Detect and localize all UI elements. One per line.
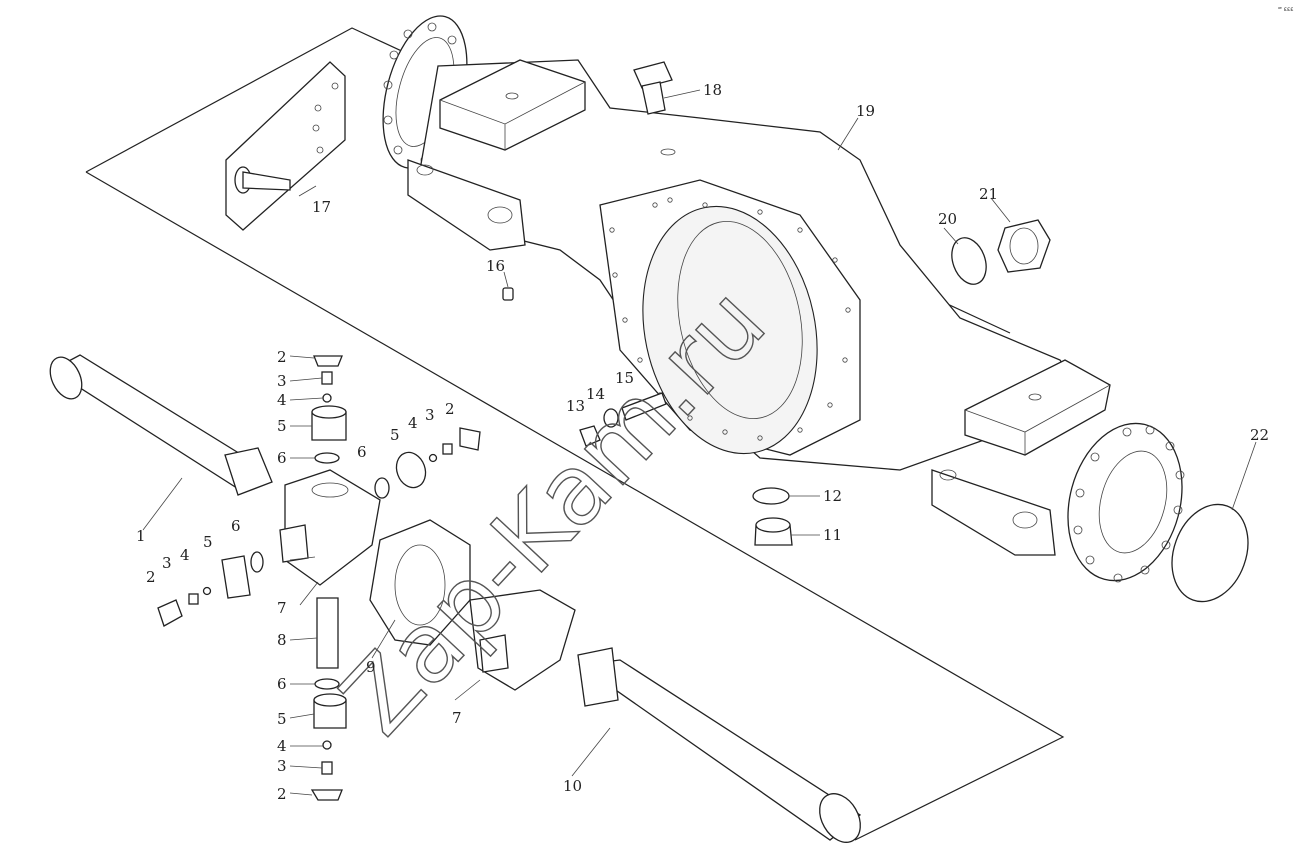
callout-21: 21 [979, 185, 998, 203]
callout-3c: 3 [425, 406, 435, 424]
callout-10: 10 [563, 777, 582, 795]
callout-2b: 2 [146, 568, 156, 586]
callout-6d: 6 [277, 675, 287, 693]
bushings-5 [221, 405, 427, 729]
part-17-bracket [225, 61, 346, 231]
part-7-yoke-right [469, 589, 576, 691]
callout-6c: 6 [357, 443, 367, 461]
callout-16: 16 [486, 257, 505, 275]
callout-20: 20 [938, 210, 957, 228]
callout-3d: 3 [277, 757, 287, 775]
orings-6 [250, 452, 390, 690]
callout-17: 17 [312, 198, 331, 216]
callout-7b: 7 [452, 709, 462, 727]
callout-9: 9 [366, 658, 376, 676]
callout-5d: 5 [277, 710, 287, 728]
part-20-oring [951, 237, 987, 285]
part-11-plug [754, 517, 793, 546]
callout-15: 15 [615, 369, 634, 387]
part-22-ring [1171, 503, 1249, 603]
callout-2d: 2 [277, 785, 287, 803]
callout-2a: 2 [277, 348, 287, 366]
part-7-yoke-left [279, 469, 381, 586]
parts-13-14-15 [579, 392, 667, 447]
callout-4c: 4 [408, 414, 418, 432]
callout-22: 22 [1250, 426, 1269, 444]
part-9-knuckle [369, 519, 471, 646]
callout-13: 13 [566, 397, 585, 415]
callout-6b: 6 [231, 517, 241, 535]
part-21-plug [997, 219, 1051, 273]
callout-19: 19 [856, 102, 875, 120]
callout-5b: 5 [203, 533, 213, 551]
callout-3b: 3 [162, 554, 172, 572]
callout-5a: 5 [277, 417, 287, 435]
callout-3a: 3 [277, 372, 287, 390]
callout-5c: 5 [390, 426, 400, 444]
axle-housing [382, 15, 1185, 583]
corner-note: ꟹ ɛɛɛ [1278, 6, 1294, 13]
callout-4a: 4 [277, 391, 287, 409]
part-1-axle-shaft [49, 354, 273, 496]
callout-12: 12 [823, 487, 842, 505]
callout-labels: 1 2 2 2 2 3 3 3 3 4 4 4 4 5 5 5 5 6 6 6 … [136, 81, 1269, 803]
part-18-bolt [633, 61, 676, 156]
part-12-oring [752, 487, 790, 505]
watermark: Zap-Kam.ru [320, 266, 787, 755]
leader-lines [142, 89, 1257, 796]
callout-14: 14 [586, 385, 605, 403]
callout-1: 1 [136, 527, 146, 545]
part-10-axle-shaft [577, 647, 862, 843]
callout-11: 11 [823, 526, 842, 544]
callout-2c: 2 [445, 400, 455, 418]
part-8-kingpin [316, 597, 339, 669]
callout-4b: 4 [180, 546, 190, 564]
callout-18: 18 [703, 81, 722, 99]
callout-6a: 6 [277, 449, 287, 467]
callout-4d: 4 [277, 737, 287, 755]
callout-7a: 7 [277, 599, 287, 617]
fittings-2-3-4 [157, 355, 481, 801]
callout-8: 8 [277, 631, 287, 649]
part-16-pin [502, 287, 514, 301]
